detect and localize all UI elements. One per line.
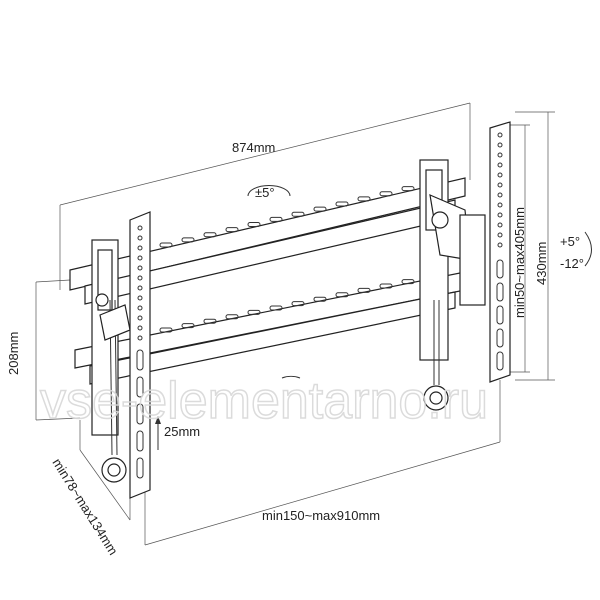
mount-hole	[137, 235, 143, 241]
mount-hole	[497, 182, 503, 188]
mount-hole	[181, 323, 195, 329]
mount-hole	[137, 265, 143, 271]
mount-hole	[225, 314, 239, 320]
mount-hole	[379, 191, 393, 197]
mount-hole	[496, 259, 504, 279]
mount-hole	[269, 216, 283, 222]
mount-hole	[497, 232, 503, 238]
tilt-arrow-icon	[584, 231, 592, 267]
tilt-up-label: +5°	[560, 234, 580, 249]
mount-hole	[313, 206, 327, 212]
mount-hole	[137, 305, 143, 311]
watermark: vse-elementarno.ru	[40, 372, 488, 430]
mount-hole	[497, 142, 503, 148]
mount-hole	[203, 318, 217, 324]
mount-hole	[401, 279, 415, 285]
mount-rails	[69, 177, 466, 385]
mount-hole	[247, 309, 261, 315]
mount-hole	[159, 242, 173, 248]
mount-hole	[497, 202, 503, 208]
mount-hole	[136, 403, 144, 425]
mount-hole	[137, 315, 143, 321]
mount-hole	[335, 201, 349, 207]
mount-hole	[203, 232, 217, 238]
mount-hole	[497, 172, 503, 178]
mount-hole	[137, 335, 143, 341]
left-arm-assembly	[91, 239, 131, 483]
rotation-arrow-icon	[247, 185, 291, 197]
mount-hole	[496, 305, 504, 325]
mount-hole	[496, 351, 504, 371]
mount-hole	[291, 301, 305, 307]
mount-hole	[497, 222, 503, 228]
right-arm-assembly	[419, 159, 486, 411]
left-vertical-bracket	[129, 211, 151, 499]
mount-hole	[357, 287, 371, 293]
mount-hole	[497, 132, 503, 138]
mount-hole	[137, 245, 143, 251]
mount-hole	[137, 285, 143, 291]
mount-hole	[313, 296, 327, 302]
mount-hole	[137, 275, 143, 281]
dimension-lines	[35, 102, 555, 546]
mount-hole	[496, 328, 504, 348]
mount-hole	[136, 457, 144, 479]
mount-hole	[136, 430, 144, 452]
mount-hole	[137, 295, 143, 301]
vertical-shift-label: 25mm	[164, 424, 200, 439]
mount-hole	[269, 305, 283, 311]
tilt-rotation-label: ±5°	[255, 185, 275, 200]
mount-hole	[137, 255, 143, 261]
mount-hole	[136, 349, 144, 371]
rotation-arrow-icon	[281, 375, 301, 379]
mount-hole	[497, 192, 503, 198]
mount-hole	[181, 237, 195, 243]
mount-hole	[136, 376, 144, 398]
bracket-height-label: 430mm	[534, 242, 549, 285]
mount-hole	[497, 152, 503, 158]
mount-hole	[247, 222, 261, 228]
mount-hole	[225, 227, 239, 233]
plate-height-label: 208mm	[6, 332, 21, 375]
mount-hole	[291, 211, 305, 217]
mount-hole	[497, 242, 503, 248]
mount-hole	[497, 212, 503, 218]
horizontal-spacing-label: min150~max910mm	[262, 508, 380, 523]
width-label: 874mm	[232, 140, 275, 155]
tilt-down-label: -12°	[560, 256, 584, 271]
vertical-adjust-label: min50~max405mm	[512, 207, 527, 318]
mount-hole	[159, 327, 173, 333]
mount-hole	[137, 225, 143, 231]
right-vertical-bracket	[489, 121, 511, 383]
rotation-arrows	[155, 185, 592, 450]
mount-hole	[496, 282, 504, 302]
mount-hole	[335, 292, 349, 298]
mount-hole	[497, 162, 503, 168]
mount-hole	[401, 186, 415, 192]
mount-hole	[379, 283, 393, 289]
mount-hole	[137, 325, 143, 331]
mount-hole	[357, 196, 371, 202]
